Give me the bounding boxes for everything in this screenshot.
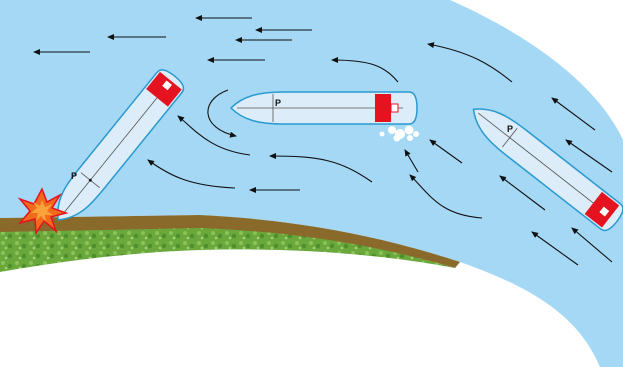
ship-turning (229, 91, 418, 125)
current-arrow (499, 175, 546, 211)
current-arrow (331, 57, 399, 83)
bridge-window (160, 79, 174, 92)
prop-wash-icon (379, 125, 419, 142)
current-arrow (207, 89, 237, 138)
bank-grass (0, 228, 455, 272)
current-arrow (269, 153, 373, 183)
pivot-label-ship-turning: P (275, 98, 281, 108)
current-arrow (409, 174, 483, 219)
ship-bend-approach (472, 108, 623, 232)
current-arrow (429, 139, 463, 164)
current-arrow (427, 42, 513, 83)
collision-burst-icon (17, 187, 69, 236)
current-arrow (531, 231, 579, 266)
pivot-point-dot (88, 178, 92, 182)
ship-superstructure (146, 71, 182, 107)
ship-hull (57, 68, 185, 221)
current-arrow (565, 139, 613, 173)
bridge-window (597, 205, 611, 218)
bridge-window (390, 103, 399, 113)
pivot-point-marker (502, 127, 518, 148)
current-arrow (571, 227, 613, 263)
ship-centerline (62, 82, 170, 215)
current-arrow (404, 149, 419, 173)
bank-soil (0, 215, 460, 268)
ship-centerline (477, 112, 610, 216)
pivot-label-ship-aground: P (71, 171, 77, 181)
pivot-label-ship-bend-approach: P (507, 124, 513, 134)
current-arrow (551, 97, 596, 131)
current-arrow (177, 115, 251, 156)
ship-aground (57, 68, 185, 221)
ship-superstructure (375, 94, 391, 122)
current-arrow (147, 159, 236, 189)
riverbank (0, 215, 460, 272)
ship-hull (472, 108, 623, 232)
